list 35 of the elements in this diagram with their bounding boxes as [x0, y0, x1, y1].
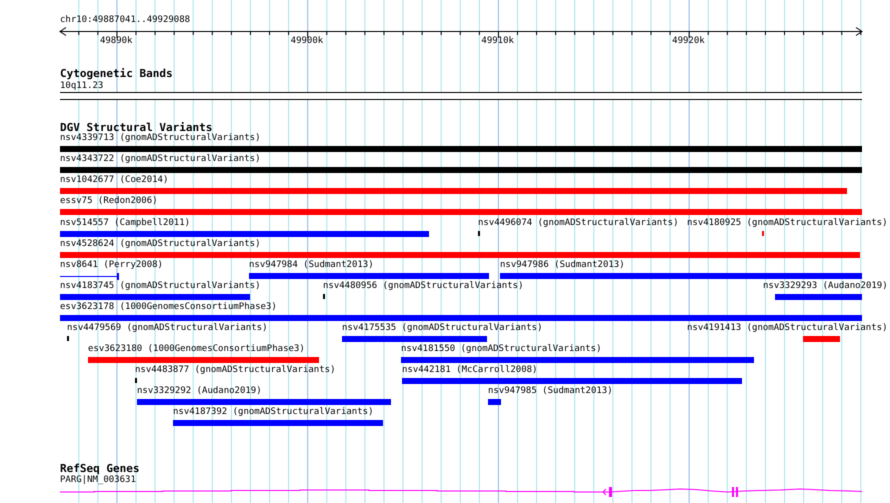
- variant-label: esv3623178 (1000GenomesConsortiumPhase3): [60, 302, 277, 313]
- variant-label: nsv4181550 (gnomADStructuralVariants): [401, 344, 602, 355]
- variant-label: nsv1042677 (Coe2014): [60, 175, 168, 186]
- variant-label: nsv4479569 (gnomADStructuralVariants): [67, 323, 268, 334]
- tick-label: 49900k: [290, 36, 324, 47]
- band-label: 10q11.23: [60, 81, 104, 92]
- variant-label: nsv8641 (Perry2008): [60, 260, 163, 271]
- variant-label: nsv3329293 (Audano2019): [763, 281, 888, 292]
- tick-label: 49920k: [672, 36, 705, 47]
- variant-label: nsv4480956 (gnomADStructuralVariants): [323, 281, 524, 292]
- variant-label: nsv4180925 (gnomADStructuralVariants): [687, 218, 888, 229]
- variant-label: essv75 (Redon2006): [60, 196, 158, 207]
- variant-label: nsv4175535 (gnomADStructuralVariants): [342, 323, 542, 334]
- variant-label: nsv514557 (Campbell2011): [60, 218, 190, 229]
- variant-label: nsv4528624 (gnomADStructuralVariants): [60, 239, 260, 250]
- tick-label: 49890k: [100, 36, 132, 47]
- variant-label: nsv4483877 (gnomADStructuralVariants): [135, 365, 336, 376]
- variant-label: nsv4183745 (gnomADStructuralVariants): [60, 281, 260, 292]
- track-title: Cytogenetic Bands: [60, 68, 173, 80]
- variant-label: nsv4339713 (gnomADStructuralVariants): [60, 133, 260, 144]
- variant-label: nsv947984 (Sudmant2013): [249, 260, 374, 271]
- variant-label: esv3623180 (1000GenomesConsortiumPhase3): [88, 344, 305, 355]
- coordinate-range-label: chr10:49887041..49929088: [60, 15, 190, 26]
- variant-label: nsv442181 (McCarroll2008): [402, 365, 538, 376]
- track-title: DGV Structural Variants: [60, 122, 212, 134]
- variant-label: nsv4343722 (gnomADStructuralVariants): [60, 154, 260, 165]
- variant-label: nsv4191413 (gnomADStructuralVariants): [687, 323, 888, 334]
- variant-label: nsv3329292 (Audano2019): [137, 386, 262, 397]
- variant-label: nsv4187392 (gnomADStructuralVariants): [173, 407, 374, 418]
- track-title: RefSeq Genes: [60, 463, 140, 475]
- variant-label: nsv4496074 (gnomADStructuralVariants): [478, 218, 678, 229]
- variant-label: nsv947986 (Sudmant2013): [500, 260, 625, 271]
- variant-label: nsv947985 (Sudmant2013): [488, 386, 613, 397]
- gene-label: PARG|NM_003631: [60, 475, 136, 486]
- tick-label: 49910k: [481, 36, 514, 47]
